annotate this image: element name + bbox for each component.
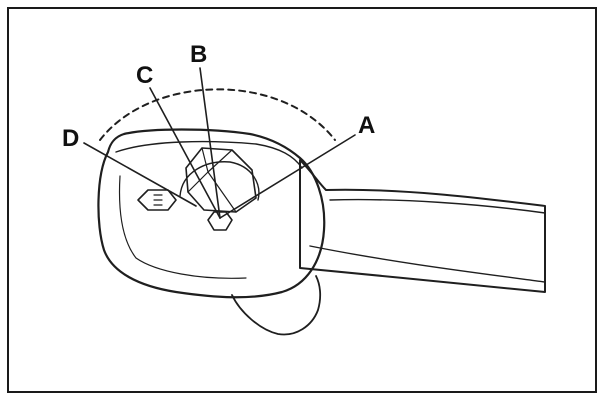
- leader-line-a: [219, 134, 356, 219]
- ratchet-selector-mark: [153, 194, 163, 206]
- bolt-center-hex: [207, 211, 233, 231]
- socket-ring: [179, 161, 260, 201]
- leader-line-d: [83, 142, 197, 207]
- handle-bevel-line: [329, 198, 546, 214]
- callout-label-b: B: [190, 41, 207, 68]
- callout-label-c: C: [136, 62, 153, 89]
- ratchet-selector: [137, 189, 177, 211]
- rotation-arc: [99, 88, 336, 141]
- bracket-plate: [231, 275, 322, 336]
- handle-lower-edge: [309, 245, 546, 283]
- wrench-head: [97, 128, 326, 299]
- callout-label-d: D: [62, 125, 79, 152]
- wrench-head-rim: [115, 140, 303, 169]
- leader-line-c: [149, 87, 221, 219]
- leader-line-b: [199, 67, 221, 219]
- wrench-handle: [299, 159, 546, 293]
- callout-label-a: A: [358, 112, 375, 139]
- bolt-hex: [185, 147, 257, 213]
- wrench-head-inner-shadow: [118, 175, 247, 279]
- bolt-hex-face: [187, 147, 237, 213]
